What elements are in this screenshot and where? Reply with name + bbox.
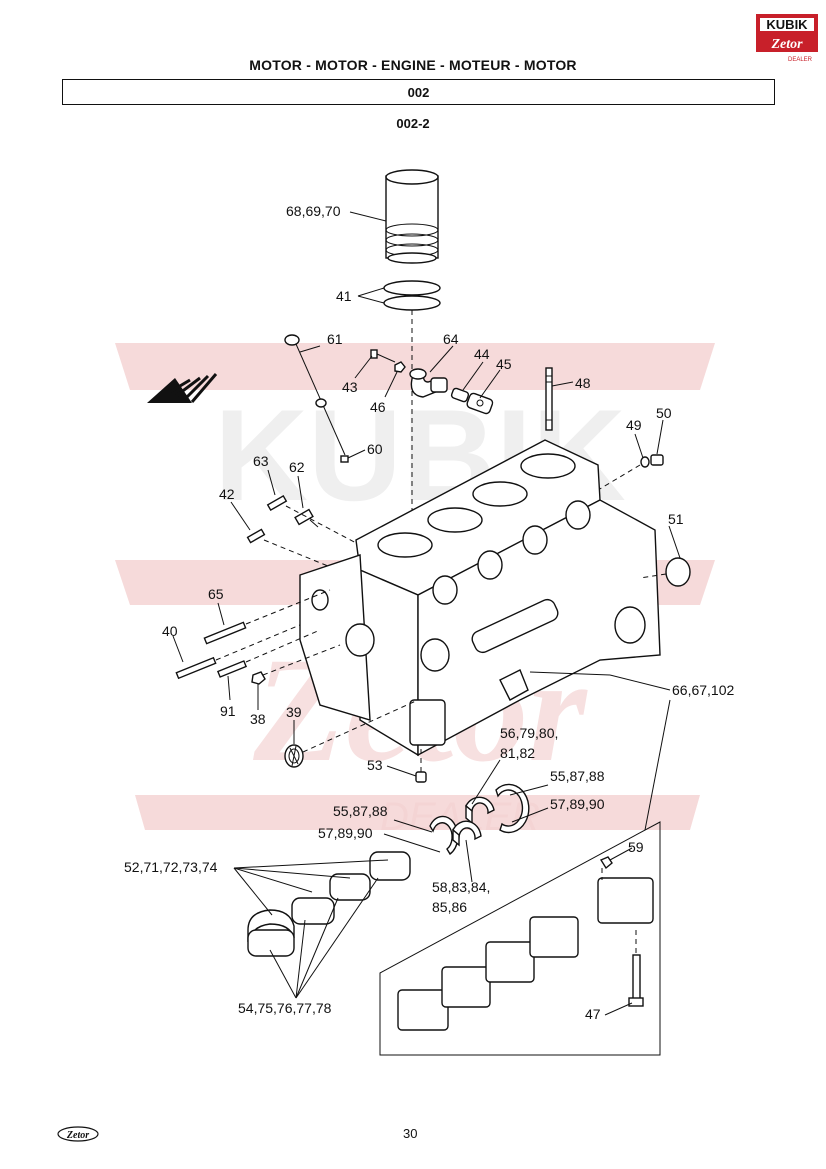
stud-65 [203, 621, 247, 645]
leader-lines [172, 211, 681, 1016]
svg-text:Zetor: Zetor [770, 37, 803, 52]
callout-52: 52,71,72,73,74 [124, 859, 218, 875]
section-code: 002 [407, 85, 430, 100]
svg-text:DEALER: DEALER [788, 57, 813, 63]
cover-plug-51 [665, 557, 691, 587]
callout-66: 66,67,102 [672, 682, 734, 698]
gasket-44 [450, 387, 470, 403]
thrust-washer-lower-left [429, 815, 459, 856]
page-number: 30 [403, 1126, 418, 1141]
callout-51: 51 [668, 511, 684, 527]
callout-58-line1: 58,83,84, [432, 879, 490, 895]
main-bearing-58 [452, 820, 482, 847]
bolt-43 [370, 349, 396, 363]
svg-text:Zetor: Zetor [66, 1130, 89, 1141]
callout-48: 48 [575, 375, 591, 391]
o-rings [383, 280, 441, 311]
callout-55-left: 55,87,88 [333, 803, 388, 819]
cylinder-liner [385, 169, 439, 264]
bolt-38 [251, 671, 266, 685]
callout-53: 53 [367, 757, 383, 773]
plug-50 [640, 454, 664, 468]
callout-labels: 68,69,70 41 61 64 44 45 43 46 48 60 49 5… [124, 203, 734, 1022]
callout-64: 64 [443, 331, 459, 347]
zetor-footer-logo: Zetor [57, 1126, 99, 1142]
callout-57-right: 57,89,90 [550, 796, 605, 812]
callout-45: 45 [496, 356, 512, 372]
callout-54: 54,75,76,77,78 [238, 1000, 332, 1016]
callout-59: 59 [628, 839, 644, 855]
callout-56-line1: 56,79,80, [500, 725, 558, 741]
stud-91 [216, 660, 248, 678]
callout-38: 38 [250, 711, 266, 727]
callout-63: 63 [253, 453, 269, 469]
bearing-cap-group [379, 821, 661, 1056]
callout-41: 41 [336, 288, 352, 304]
callout-43: 43 [342, 379, 358, 395]
needle-bearing-39 [284, 744, 304, 768]
stud-40 [175, 656, 217, 680]
callout-55-right: 55,87,88 [550, 768, 605, 784]
dipstick [284, 334, 349, 463]
plug-53 [415, 771, 427, 783]
callout-40: 40 [162, 623, 178, 639]
callout-57-left: 57,89,90 [318, 825, 373, 841]
thrust-washer-upper-right [495, 783, 530, 834]
svg-text:KUBIK: KUBIK [766, 17, 808, 32]
callout-62: 62 [289, 459, 305, 475]
callout-58-line2: 85,86 [432, 899, 467, 915]
callout-39: 39 [286, 704, 302, 720]
section-box: 002 [62, 79, 775, 105]
nut-46 [394, 361, 406, 373]
sensor-62 [294, 508, 319, 528]
stud-63 [266, 494, 288, 512]
stud-48 [545, 367, 553, 431]
page-title: MOTOR - MOTOR - ENGINE - MOTEUR - MOTOR [249, 57, 577, 73]
callout-42: 42 [219, 486, 235, 502]
callout-56-line2: 81,82 [500, 745, 535, 761]
bearing-shell-2 [291, 897, 335, 925]
callout-68: 68,69,70 [286, 203, 341, 219]
bearing-shell-1 [247, 909, 295, 957]
callout-91: 91 [220, 703, 236, 719]
bearing-shell-3 [329, 873, 371, 901]
callout-46: 46 [370, 399, 386, 415]
kubik-zetor-logo: KUBIK Zetor DEALER [756, 14, 818, 63]
engine-block [299, 439, 661, 757]
oil-pipe-elbow [409, 368, 448, 398]
callout-47: 47 [585, 1006, 601, 1022]
callout-60: 60 [367, 441, 383, 457]
callout-65: 65 [208, 586, 224, 602]
bearing-shell-4 [369, 851, 411, 881]
flange-45 [466, 392, 494, 415]
callout-49: 49 [626, 417, 642, 433]
subsection-code: 002-2 [396, 116, 430, 131]
callout-44: 44 [474, 346, 490, 362]
callout-61: 61 [327, 331, 343, 347]
direction-arrow-icon [147, 373, 218, 403]
callout-50: 50 [656, 405, 672, 421]
stud-42 [246, 528, 266, 544]
